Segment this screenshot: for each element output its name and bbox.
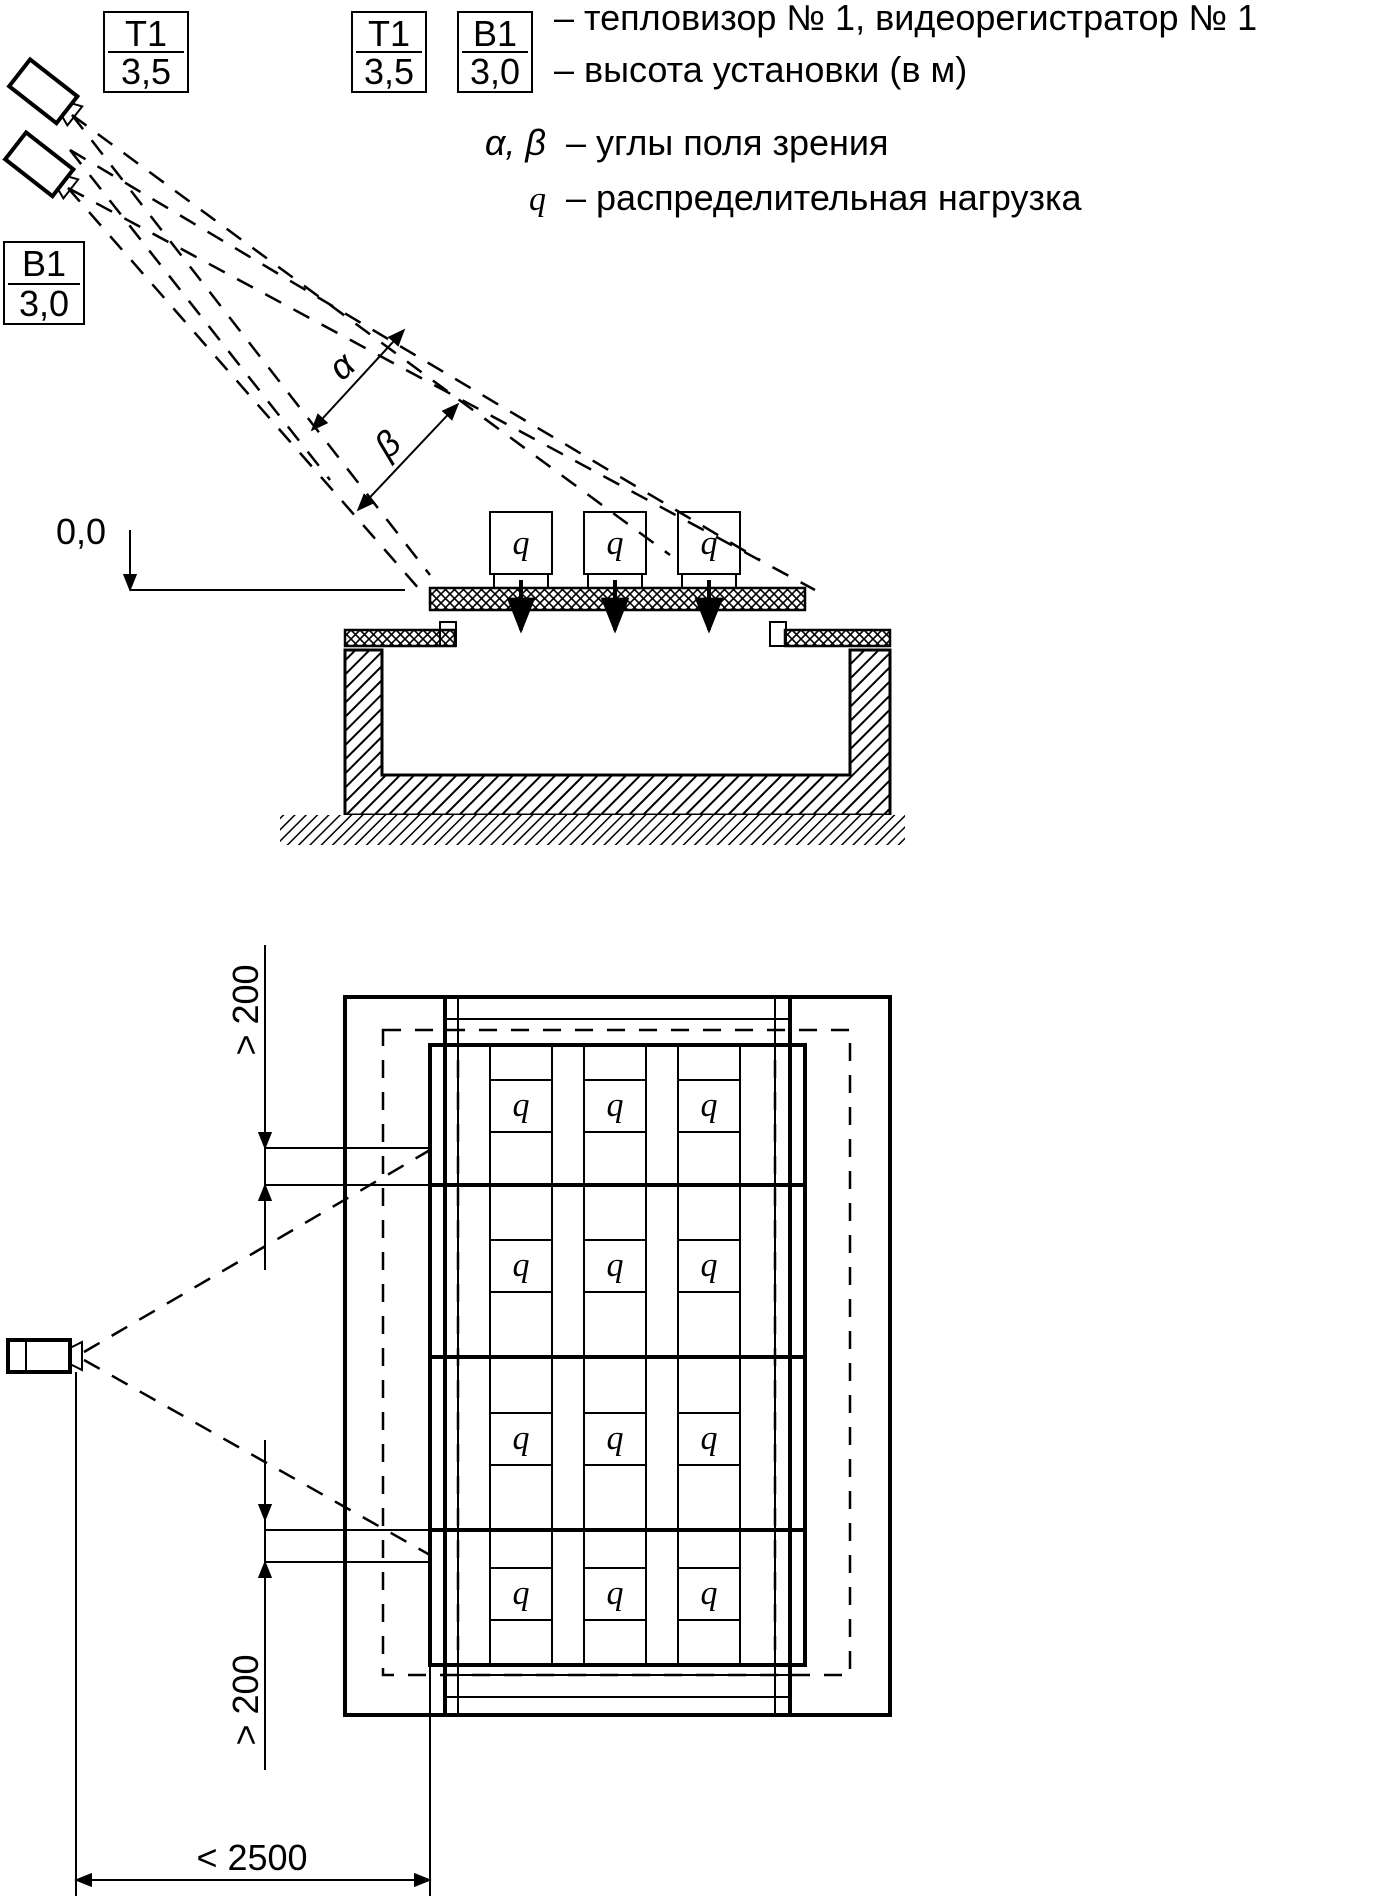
plan-load-r4c2: q xyxy=(583,1567,647,1621)
origin-label: 0,0 xyxy=(56,511,106,552)
dim-bottom-label: > 200 xyxy=(225,1654,266,1745)
legend-line2: – высота установки (в м) xyxy=(554,49,967,90)
camera-b1-label: В1 3,0 xyxy=(3,241,85,325)
plan-view-lines xyxy=(83,1148,431,1557)
svg-text:q: q xyxy=(701,1575,718,1612)
svg-text:q: q xyxy=(701,1087,718,1124)
origin-marker: 0,0 xyxy=(56,511,405,592)
legend-t1-box: Т1 3,5 xyxy=(351,11,427,93)
svg-text:q: q xyxy=(513,1247,530,1284)
svg-text:q: q xyxy=(513,1087,530,1124)
plan-load-r2c3: q xyxy=(677,1239,741,1293)
side-load-2-label: q xyxy=(607,525,624,562)
plan-dashed-edges xyxy=(443,1060,792,1650)
legend-line1: – тепловизор № 1, видеорегистратор № 1 xyxy=(554,0,1257,38)
camera-b1-height: 3,0 xyxy=(19,283,69,324)
legend-b1-code: В1 xyxy=(473,13,517,54)
svg-text:q: q xyxy=(513,1420,530,1457)
dimension-top: > 200 xyxy=(225,945,430,1270)
wheel-tracks xyxy=(489,1044,741,1666)
camera-t1-code: Т1 xyxy=(125,13,167,54)
svg-text:q: q xyxy=(607,1247,624,1284)
legend-b1-box: В1 3,0 xyxy=(457,11,533,93)
cover-plate xyxy=(428,586,807,612)
side-load-1-label: q xyxy=(513,525,530,562)
legend-t1-height: 3,5 xyxy=(364,51,414,92)
plan-load-r1c3: q xyxy=(677,1079,741,1133)
dim-top-label: > 200 xyxy=(225,964,266,1055)
plan-load-r3c3: q xyxy=(677,1412,741,1466)
beta-label: β xyxy=(365,422,408,467)
plan-load-r2c2: q xyxy=(583,1239,647,1293)
dimension-distance: < 2500 xyxy=(74,1372,432,1896)
plan-load-r2c1: q xyxy=(489,1239,553,1293)
plan-load-r3c2: q xyxy=(583,1412,647,1466)
svg-text:q: q xyxy=(607,1420,624,1457)
legend: Т1 3,5 В1 3,0 – тепловизор № 1, видеорег… xyxy=(351,0,1257,218)
dim-distance-label: < 2500 xyxy=(196,1837,307,1878)
side-view: Т1 3,5 В1 3,0 xyxy=(2,11,905,845)
svg-text:q: q xyxy=(513,1575,530,1612)
legend-angles-symbol: α, β xyxy=(485,122,546,163)
svg-text:q: q xyxy=(701,1247,718,1284)
plan-camera-icon xyxy=(6,1338,83,1374)
pit-structure xyxy=(280,621,905,845)
svg-text:q: q xyxy=(701,1420,718,1457)
legend-q-text: – распределительная нагрузка xyxy=(566,177,1083,218)
camera-t1-height: 3,5 xyxy=(121,51,171,92)
svg-text:q: q xyxy=(607,1575,624,1612)
svg-text:q: q xyxy=(607,1087,624,1124)
camera-b1-code: В1 xyxy=(22,243,66,284)
plan-load-r1c2: q xyxy=(583,1079,647,1133)
side-load-2: q xyxy=(583,511,647,634)
plan-loads: q q q q q q q q q q q q xyxy=(489,1079,741,1621)
legend-angles-text: – углы поля зрения xyxy=(566,122,889,163)
side-load-1: q xyxy=(489,511,553,634)
plan-load-r3c1: q xyxy=(489,1412,553,1466)
plan-load-r1c1: q xyxy=(489,1079,553,1133)
camera-t1-label: Т1 3,5 xyxy=(103,11,189,93)
legend-t1-code: Т1 xyxy=(368,13,410,54)
plan-load-r4c3: q xyxy=(677,1567,741,1621)
plan-load-r4c1: q xyxy=(489,1567,553,1621)
beta-dimension: β xyxy=(356,402,460,512)
side-load-3-label: q xyxy=(701,525,718,562)
side-load-3: q xyxy=(677,511,741,634)
legend-b1-height: 3,0 xyxy=(470,51,520,92)
dimension-bottom: > 200 xyxy=(225,1440,430,1770)
plan-view: q q q q q q q q q q q q xyxy=(6,945,892,1896)
legend-q-symbol: q xyxy=(529,181,546,218)
